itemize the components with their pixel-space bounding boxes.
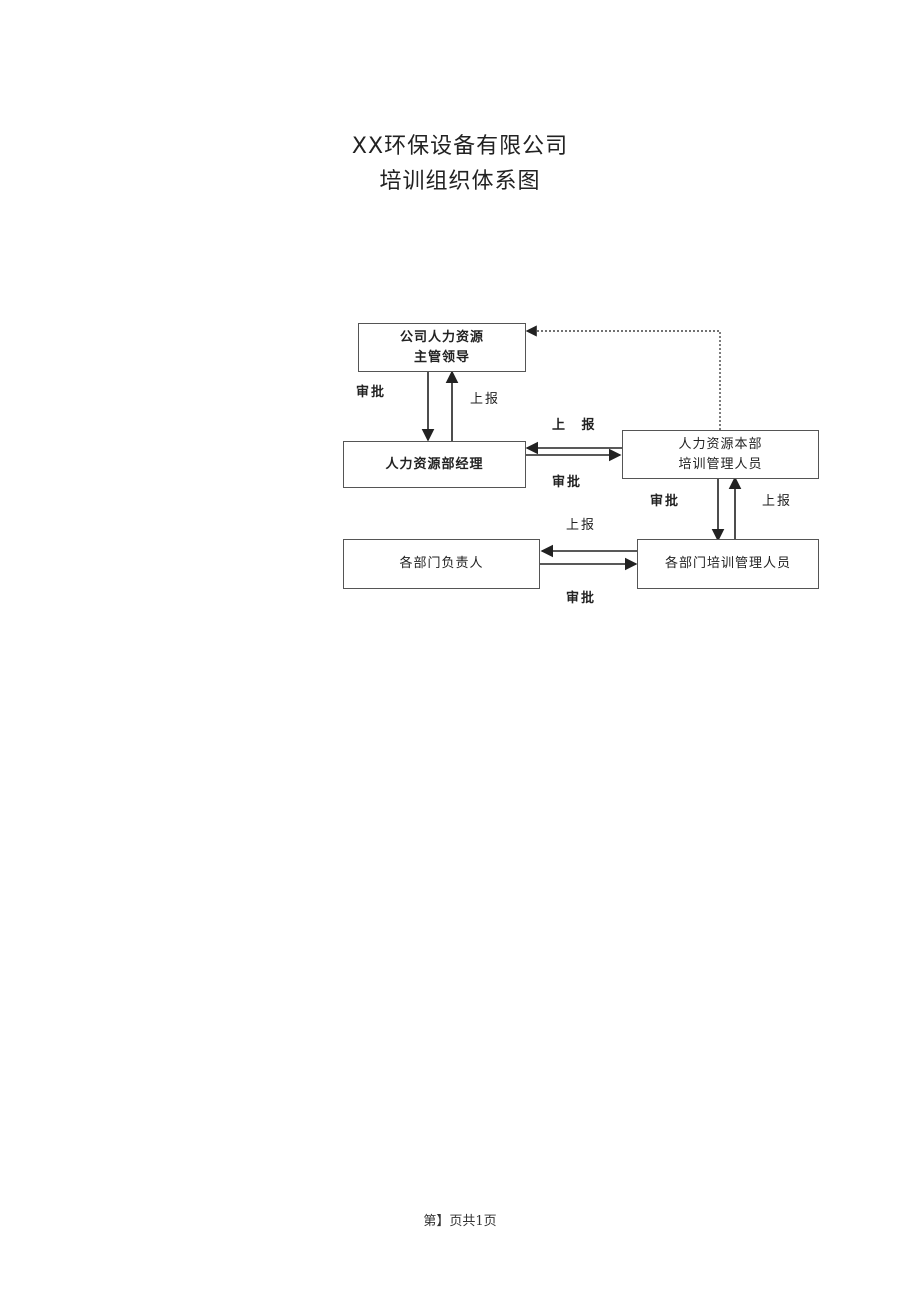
page-footer: 第】页共1页 — [423, 1214, 497, 1229]
node-dept-training-staff: 各部门培训管理人员 — [637, 539, 819, 589]
node-dept-head-line1: 各部门负责人 — [399, 556, 484, 571]
node-hr-leader-line2: 主管领导 — [413, 349, 470, 365]
label-report-staff: 上 报 — [552, 418, 601, 433]
document-title-company: XX环保设备有限公司 — [351, 134, 569, 159]
node-hr-training-staff: 人力资源本部 培训管理人员 — [622, 430, 819, 479]
label-report-dept-training: 上报 — [762, 494, 793, 509]
node-hr-manager: 人力资源部经理 — [343, 441, 526, 488]
label-approve-staff: 审批 — [650, 494, 681, 509]
node-hr-training-staff-line2: 培训管理人员 — [678, 456, 763, 472]
node-hr-training-staff-line1: 人力资源本部 — [678, 436, 763, 452]
label-report-dept-head: 上报 — [566, 518, 597, 533]
label-report-manager: 上报 — [470, 392, 501, 407]
document-title-chart: 培训组织体系图 — [379, 169, 541, 194]
label-approve-dept-head: 审批 — [566, 591, 597, 606]
node-hr-manager-line1: 人力资源部经理 — [385, 456, 484, 472]
node-dept-head: 各部门负责人 — [343, 539, 540, 589]
node-hr-leader: 公司人力资源 主管领导 — [358, 323, 526, 372]
label-approve-leader: 审批 — [356, 385, 387, 400]
node-dept-training-staff-line1: 各部门培训管理人员 — [664, 556, 791, 571]
node-hr-leader-line1: 公司人力资源 — [399, 329, 484, 345]
label-approve-manager: 审批 — [552, 475, 583, 490]
